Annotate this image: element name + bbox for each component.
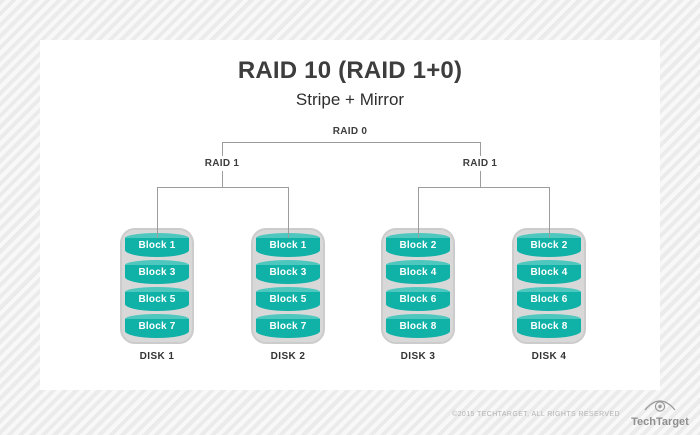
- disk-block-label: Block 7: [138, 321, 176, 332]
- disk-block-label: Block 3: [138, 267, 176, 278]
- disk-block-label: Block 7: [269, 321, 307, 332]
- techtarget-logo: TechTarget: [626, 397, 694, 428]
- disk-block: Block 1: [256, 233, 320, 257]
- disk-block: Block 2: [517, 233, 581, 257]
- disk-4: Block 2 Block 4 Block 6 Block 8: [512, 228, 586, 344]
- eye-icon: [643, 397, 677, 418]
- disk-block: Block 8: [386, 314, 450, 338]
- diagram-title: RAID 10 (RAID 1+0): [237, 57, 463, 84]
- connector-line: [480, 142, 481, 156]
- cylinder-body: [517, 238, 581, 257]
- disk-block: Block 6: [386, 287, 450, 311]
- connector-line: [157, 187, 289, 188]
- connector-line: [222, 171, 223, 187]
- cylinder-body: [517, 265, 581, 284]
- disk-block-label: Block 5: [138, 294, 176, 305]
- disk-caption: DISK 2: [270, 351, 306, 362]
- disk-block: Block 8: [517, 314, 581, 338]
- cylinder-body: [517, 319, 581, 338]
- disk-1: Block 1 Block 3 Block 5 Block 7: [120, 228, 194, 344]
- disk-block: Block 2: [386, 233, 450, 257]
- diagram-subtitle: Stripe + Mirror: [295, 90, 405, 109]
- disk-block: Block 4: [386, 260, 450, 284]
- disk-3: Block 2 Block 4 Block 6 Block 8: [381, 228, 455, 344]
- connector-line: [549, 187, 550, 238]
- connector-line: [418, 187, 419, 238]
- disk-block-label: Block 6: [399, 294, 437, 305]
- cylinder-body: [256, 238, 320, 257]
- cylinder-body: [386, 265, 450, 284]
- connector-line: [222, 142, 481, 143]
- copyright-text: ©2015 TECHTARGET, ALL RIGHTS RESERVED: [452, 411, 620, 418]
- raid0-label: RAID 0: [332, 126, 368, 137]
- disk-block-label: Block 1: [138, 240, 176, 251]
- disk-block: Block 4: [517, 260, 581, 284]
- cylinder-body: [125, 292, 189, 311]
- disk-caption: DISK 4: [531, 351, 567, 362]
- disk-block-label: Block 2: [399, 240, 437, 251]
- cylinder-body: [125, 238, 189, 257]
- cylinder-body: [256, 292, 320, 311]
- disk-block: Block 1: [125, 233, 189, 257]
- disk-block-label: Block 8: [530, 321, 568, 332]
- connector-line: [288, 187, 289, 238]
- raid1-left-label: RAID 1: [204, 158, 240, 169]
- disk-block: Block 7: [256, 314, 320, 338]
- connector-line: [222, 142, 223, 156]
- cylinder-body: [256, 319, 320, 338]
- cylinder-body: [386, 238, 450, 257]
- disk-block: Block 6: [517, 287, 581, 311]
- cylinder-body: [386, 319, 450, 338]
- cylinder-body: [125, 265, 189, 284]
- connector-line: [480, 171, 481, 187]
- cylinder-body: [125, 319, 189, 338]
- disk-caption: DISK 1: [139, 351, 175, 362]
- cylinder-body: [256, 265, 320, 284]
- disk-block: Block 3: [256, 260, 320, 284]
- techtarget-wordmark: TechTarget: [631, 416, 689, 428]
- disk-block: Block 5: [125, 287, 189, 311]
- disk-caption: DISK 3: [400, 351, 436, 362]
- disk-block-label: Block 8: [399, 321, 437, 332]
- disk-block: Block 7: [125, 314, 189, 338]
- disk-block-label: Block 4: [399, 267, 437, 278]
- cylinder-body: [386, 292, 450, 311]
- cylinder-body: [517, 292, 581, 311]
- disk-block: Block 5: [256, 287, 320, 311]
- disk-block-label: Block 2: [530, 240, 568, 251]
- disk-block-label: Block 1: [269, 240, 307, 251]
- connector-line: [157, 187, 158, 238]
- disk-block-label: Block 5: [269, 294, 307, 305]
- disk-2: Block 1 Block 3 Block 5 Block 7: [251, 228, 325, 344]
- disk-block-label: Block 6: [530, 294, 568, 305]
- disk-block-label: Block 4: [530, 267, 568, 278]
- disk-block: Block 3: [125, 260, 189, 284]
- raid1-right-label: RAID 1: [462, 158, 498, 169]
- disk-block-label: Block 3: [269, 267, 307, 278]
- connector-line: [418, 187, 550, 188]
